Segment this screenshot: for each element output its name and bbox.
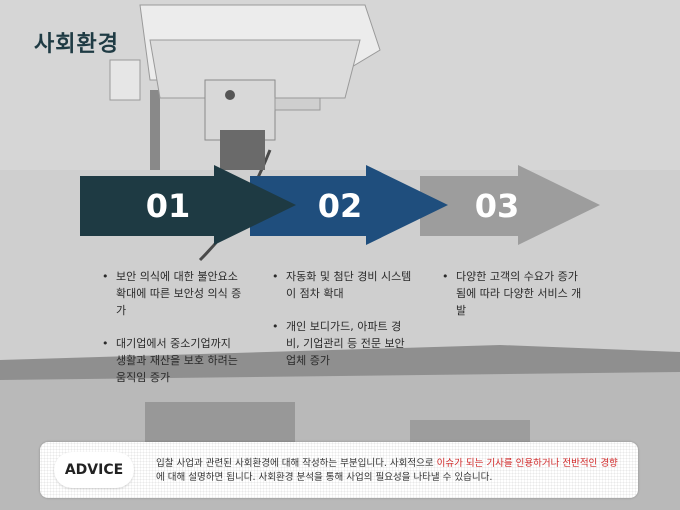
step-1-description: 보안 의식에 대한 불안요소 확대에 따른 보안성 의식 증가 대기업에서 중소… [102, 268, 242, 402]
bullet-item: 개인 보디가드, 아파트 경비, 기업관리 등 전문 보안업체 증가 [272, 318, 412, 369]
advice-label: ADVICE [54, 452, 134, 488]
bullet-item: 보안 의식에 대한 불안요소 확대에 따른 보안성 의식 증가 [102, 268, 242, 319]
step-arrow-1 [80, 165, 296, 245]
bullet-item: 다양한 고객의 수요가 증가됨에 따라 다양한 서비스 개발 [442, 268, 582, 319]
step-number-1: 01 [146, 187, 191, 225]
advice-text-start: 입찰 사업과 관련된 사회환경에 대해 작성하는 부분입니다. 사회적으로 [156, 458, 437, 469]
step-number-2: 02 [318, 187, 363, 225]
page-title: 사회환경 [34, 32, 119, 57]
bullet-item: 자동화 및 첨단 경비 시스템이 점차 확대 [272, 268, 412, 302]
step-arrow-3 [420, 165, 600, 245]
advice-highlight: 이슈가 되는 기사를 인용하거나 전반적인 경향 [436, 458, 618, 469]
advice-box: ADVICE 입찰 사업과 관련된 사회환경에 대해 작성하는 부분입니다. 사… [40, 442, 638, 498]
step-3-description: 다양한 고객의 수요가 증가됨에 따라 다양한 서비스 개발 [442, 268, 582, 335]
bullet-item: 대기업에서 중소기업까지 생활과 재산을 보호 하려는 움직임 증가 [102, 335, 242, 386]
step-2-description: 자동화 및 첨단 경비 시스템이 점차 확대 개인 보디가드, 아파트 경비, … [272, 268, 412, 385]
step-arrow-2 [250, 165, 448, 245]
step-number-3: 03 [475, 187, 520, 225]
advice-text: 입찰 사업과 관련된 사회환경에 대해 작성하는 부분입니다. 사회적으로 이슈… [156, 457, 626, 485]
advice-text-end: 에 대해 설명하면 됩니다. 사회환경 분석을 통해 사업의 필요성을 나타낼 … [156, 472, 493, 483]
